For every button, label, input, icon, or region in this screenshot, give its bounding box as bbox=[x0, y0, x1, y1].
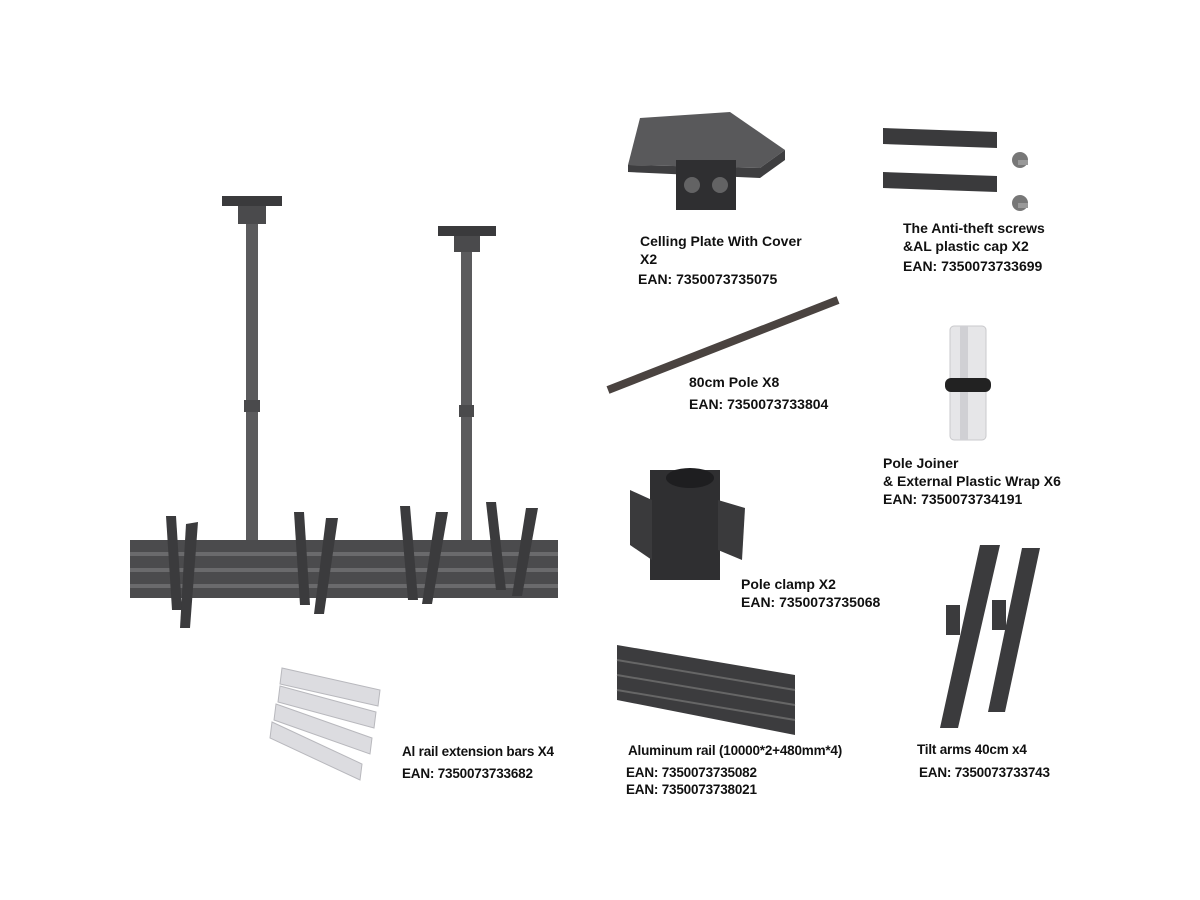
part-ean: EAN: 7350073734191 bbox=[883, 491, 1023, 507]
aluminum-rail-image bbox=[616, 645, 796, 735]
part-ean: EAN: 7350073735082 bbox=[626, 765, 757, 780]
part-quantity: X2 bbox=[640, 251, 658, 267]
anti-theft-caps-image bbox=[883, 128, 1028, 211]
part-name: Pole Joiner bbox=[883, 455, 959, 471]
tilt-arms-image bbox=[940, 545, 1040, 728]
part-name: Celling Plate With Cover bbox=[640, 233, 802, 249]
part-ean: EAN: 7350073733804 bbox=[689, 396, 829, 412]
assembled-mount-image bbox=[130, 196, 558, 628]
pole-joiner-label: Pole Joiner & External Plastic Wrap X6 E… bbox=[883, 454, 1061, 508]
tilt-arms-label: Tilt arms 40cm x4 EAN: 7350073733743 bbox=[917, 741, 1050, 782]
part-name: Pole clamp X2 bbox=[741, 576, 836, 592]
part-ean: EAN: 7350073735068 bbox=[741, 594, 881, 610]
part-name: Aluminum rail (10000*2+480mm*4) bbox=[628, 743, 843, 758]
part-ean: EAN: 7350073733699 bbox=[903, 258, 1043, 274]
part-ean: EAN: 7350073733682 bbox=[402, 766, 533, 781]
pole-joiner-image bbox=[945, 325, 991, 441]
part-ean-2: EAN: 7350073738021 bbox=[626, 782, 757, 797]
part-ean: EAN: 7350073733743 bbox=[919, 765, 1050, 780]
part-name: 80cm Pole X8 bbox=[689, 374, 780, 390]
anti-theft-label: The Anti-theft screws &AL plastic cap X2… bbox=[903, 219, 1045, 275]
pole-label: 80cm Pole X8 EAN: 7350073733804 bbox=[689, 373, 828, 413]
aluminum-rail-label: Aluminum rail (10000*2+480mm*4) EAN: 735… bbox=[626, 742, 843, 797]
part-name-line2: & External Plastic Wrap X6 bbox=[883, 473, 1061, 489]
extension-bars-label: Al rail extension bars X4 EAN: 735007373… bbox=[402, 743, 554, 783]
ceiling-plate-label: Celling Plate With Cover X2 EAN: 7350073… bbox=[638, 232, 802, 288]
extension-bars-image bbox=[269, 667, 381, 781]
part-name: The Anti-theft screws bbox=[903, 220, 1045, 236]
pole-clamp-label: Pole clamp X2 EAN: 7350073735068 bbox=[741, 575, 880, 611]
ceiling-plate-image bbox=[628, 112, 785, 210]
pole-image bbox=[606, 296, 840, 394]
pole-clamp-image bbox=[630, 468, 745, 580]
part-ean: EAN: 7350073735075 bbox=[638, 271, 778, 287]
part-name-line2: &AL plastic cap X2 bbox=[903, 238, 1029, 254]
part-name: Tilt arms 40cm x4 bbox=[917, 742, 1027, 757]
part-name: Al rail extension bars X4 bbox=[402, 744, 554, 759]
